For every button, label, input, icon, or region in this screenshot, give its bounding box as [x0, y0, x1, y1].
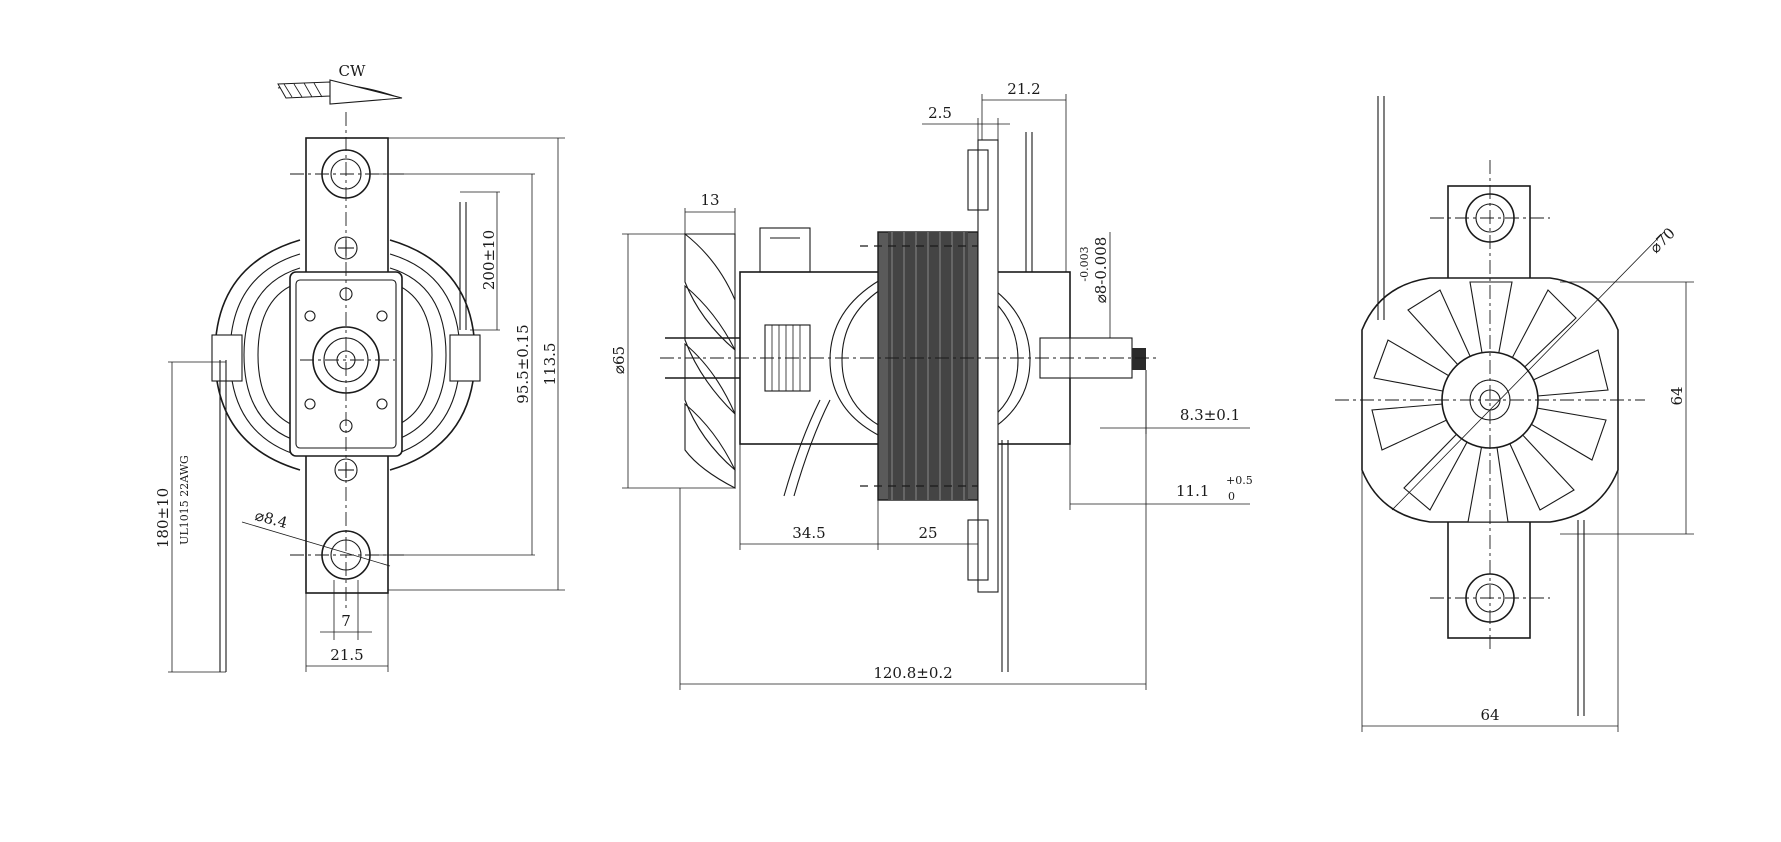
dim-shaft-length-b-base: 11.1	[1176, 482, 1209, 500]
side-bracket	[977, 139, 999, 593]
fan-blade-icon	[684, 232, 736, 489]
terminal-right	[449, 334, 481, 382]
dim-shaft-length-b-sup: +0.5	[1226, 474, 1253, 487]
front-view: CW	[154, 62, 565, 673]
dim-hole-spacing: 95.5±0.15	[514, 324, 532, 403]
dim-shaft-tol-b: ⌀8-0.008	[1092, 237, 1110, 304]
lamination-stack	[877, 231, 979, 501]
dim-housing-length: 34.5	[792, 524, 825, 542]
dim-hole-diameter: ⌀8.4	[253, 506, 289, 532]
wire-spec-label: UL1015 22AWG	[178, 455, 191, 545]
dim-outer-diameter: ⌀70	[1646, 224, 1679, 257]
dim-bracket-offset: 21.2	[1007, 80, 1040, 98]
dim-shaft-length-b-sub: 0	[1228, 490, 1235, 503]
dim-fan-thickness: 13	[700, 191, 719, 209]
dim-bracket-width: 21.5	[330, 646, 363, 664]
rotation-arrow-icon	[277, 79, 403, 105]
dim-shaft-length-a: 8.3±0.1	[1180, 406, 1240, 424]
dim-shaft-tol-a: -0.003	[1078, 246, 1091, 281]
rear-view: ⌀70 64 64	[1335, 96, 1694, 732]
side-view: 13 ⌀65 2.5 21.2 -0.003 ⌀8-0.008 8.3±0.1 …	[610, 80, 1253, 690]
terminal-left	[211, 334, 243, 382]
dim-height: 64	[1668, 386, 1686, 405]
dim-width: 64	[1480, 706, 1499, 724]
dim-overall-length: 120.8±0.2	[873, 664, 952, 682]
dim-slot-width: 7	[341, 612, 351, 630]
dim-lead-length-left: 180±10	[154, 488, 172, 548]
dim-bracket-thickness: 2.5	[928, 104, 952, 122]
dim-overall-height: 113.5	[541, 343, 559, 386]
rotation-label: CW	[339, 62, 366, 80]
dim-lead-length-right: 200±10	[480, 230, 498, 290]
dim-stack-length: 25	[918, 524, 937, 542]
dim-fan-diameter: ⌀65	[610, 346, 628, 374]
